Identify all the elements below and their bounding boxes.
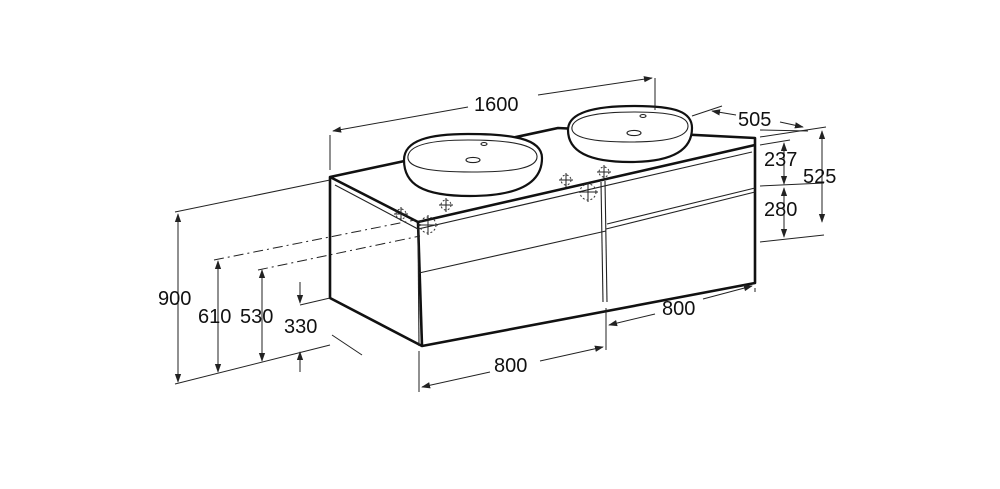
label-237: 237 xyxy=(764,149,797,171)
dimension-left-heights: 900 610 530 330 xyxy=(158,179,421,385)
dimension-1600: 1600 xyxy=(329,76,656,170)
dimension-right-heights: 237 280 525 xyxy=(759,126,836,243)
module-split-2 xyxy=(600,181,604,303)
fixing-points xyxy=(394,165,611,235)
dimension-800-right: 800 xyxy=(608,285,756,327)
dimension-505: 505 xyxy=(691,105,809,132)
label-505: 505 xyxy=(738,109,771,131)
label-800-right: 800 xyxy=(662,298,695,320)
label-1600: 1600 xyxy=(474,94,519,116)
drawer-divider-left xyxy=(418,230,607,274)
drawer-divider-right xyxy=(605,191,756,230)
label-280: 280 xyxy=(764,199,797,221)
side-panel-line xyxy=(417,228,420,347)
label-800-front: 800 xyxy=(494,355,527,377)
label-525: 525 xyxy=(803,166,836,188)
dimension-800-front: 800 xyxy=(418,308,607,392)
drawer-divider-right-2 xyxy=(606,187,756,225)
label-610: 610 xyxy=(198,306,231,328)
label-530: 530 xyxy=(240,306,273,328)
module-split xyxy=(604,180,608,303)
label-330: 330 xyxy=(284,316,317,338)
basin-right xyxy=(566,104,694,164)
label-900: 900 xyxy=(158,288,191,310)
basin-left xyxy=(402,132,544,198)
